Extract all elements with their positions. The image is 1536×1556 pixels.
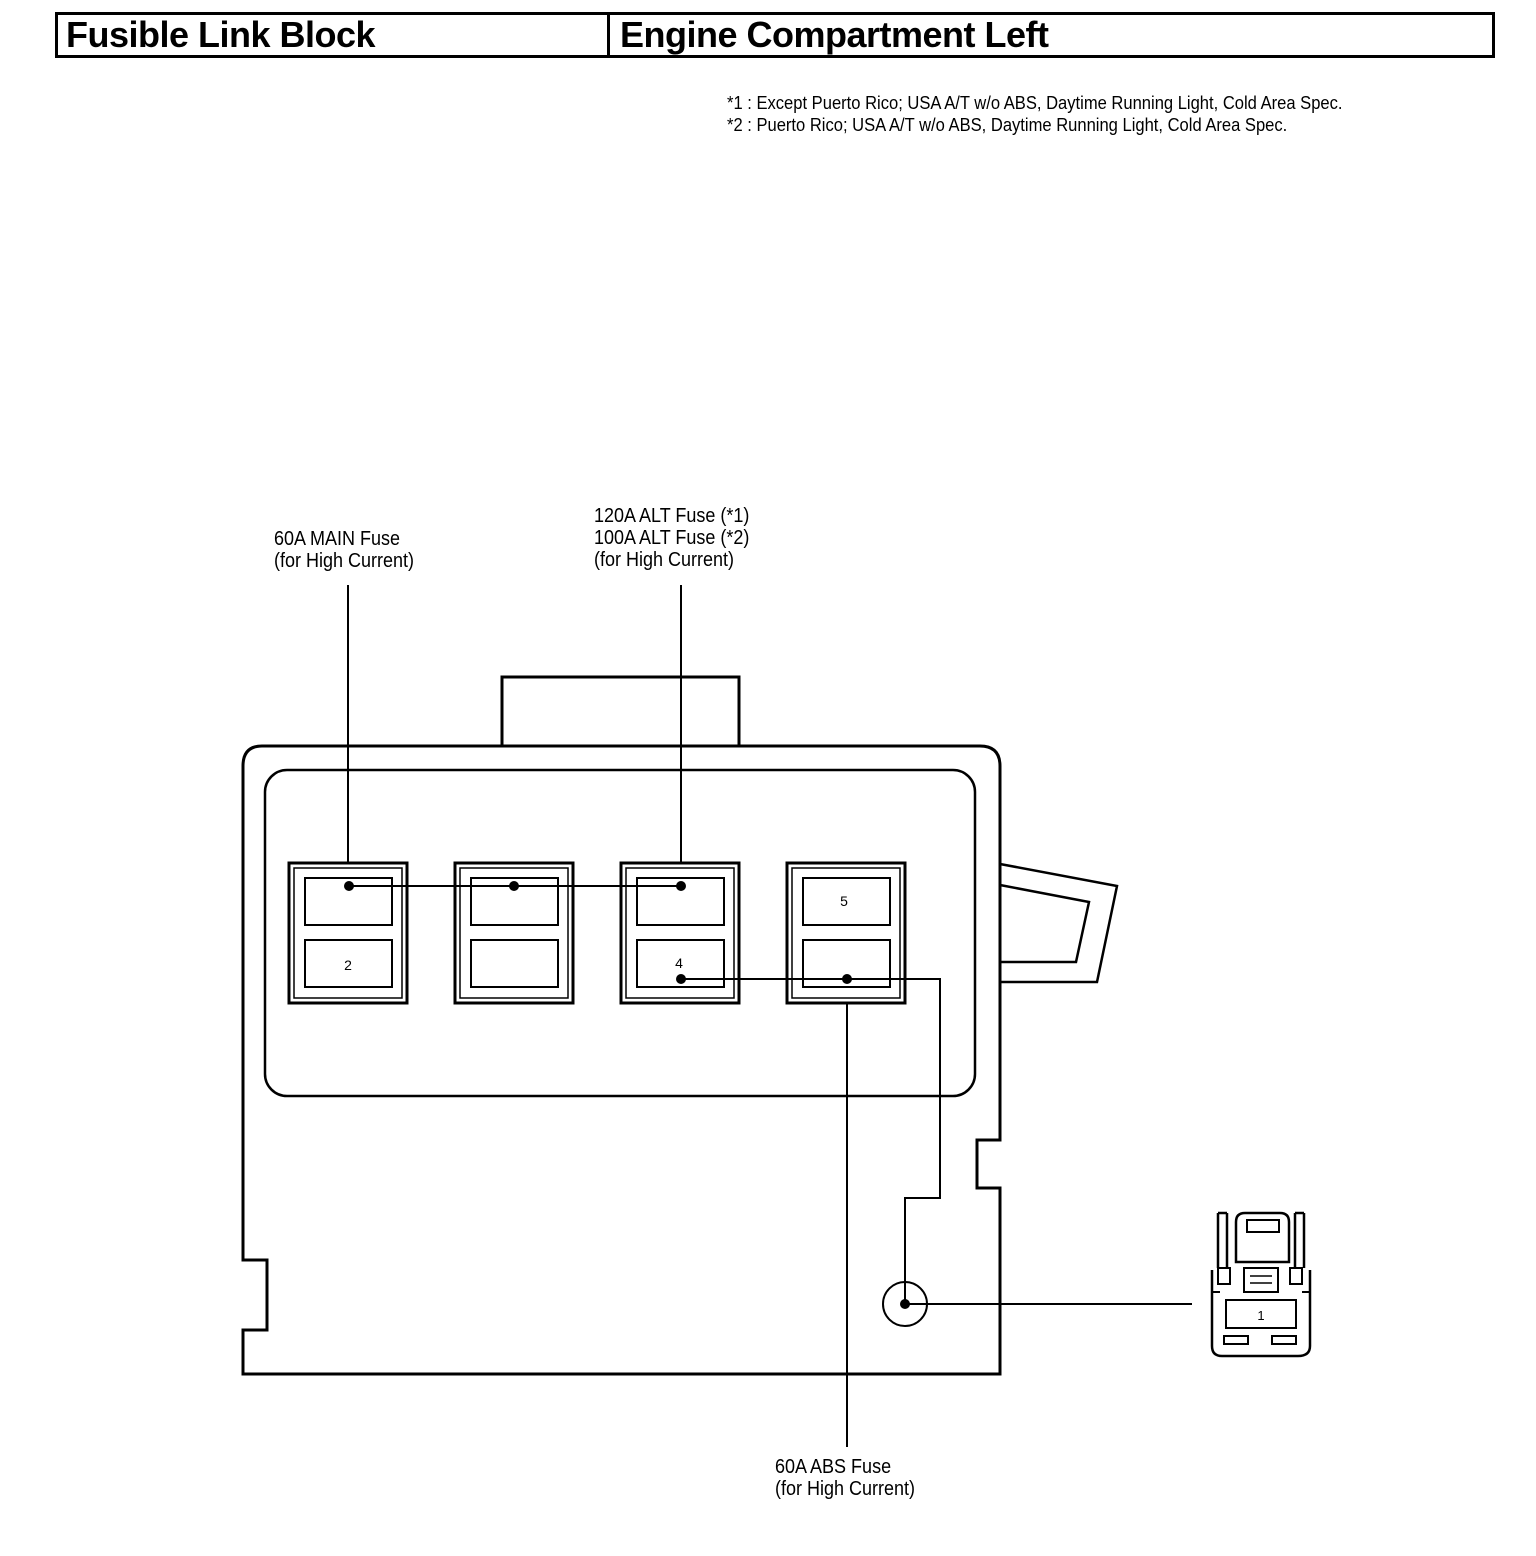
alt-fuse-label-1: 120A ALT Fuse (*1) xyxy=(594,505,750,527)
main-fuse-sublabel: (for High Current) xyxy=(274,550,415,572)
alt-fuse-sublabel: (for High Current) xyxy=(594,549,735,571)
slot-5-label: 5 xyxy=(840,893,848,909)
slot-4-label: 4 xyxy=(675,955,683,971)
abs-fuse-callout: 60A ABS Fuse (for High Current) xyxy=(775,1456,915,1500)
connector-pin-1-label: 1 xyxy=(1257,1308,1264,1323)
footnotes: *1 : Except Puerto Rico; USA A/T w/o ABS… xyxy=(727,92,1342,136)
location-title: Engine Compartment Left xyxy=(620,14,1049,55)
abs-fuse-sublabel: (for High Current) xyxy=(775,1478,916,1500)
component-title: Fusible Link Block xyxy=(58,14,610,55)
footnote-2: *2 : Puerto Rico; USA A/T w/o ABS, Dayti… xyxy=(727,115,1288,135)
main-fuse-callout: 60A MAIN Fuse (for High Current) xyxy=(274,528,414,572)
block-outer-body xyxy=(241,744,1002,1376)
main-fuse-label: 60A MAIN Fuse xyxy=(274,528,401,550)
alt-fuse-callout: 120A ALT Fuse (*1) 100A ALT Fuse (*2) (f… xyxy=(594,505,749,571)
stud-terminal xyxy=(882,1281,928,1327)
fuse-recess xyxy=(263,768,977,1098)
connector-1 xyxy=(1210,1211,1312,1358)
bus-line-bottom xyxy=(681,978,941,1304)
footnote-1: *1 : Except Puerto Rico; USA A/T w/o ABS… xyxy=(727,93,1343,113)
abs-fuse-label: 60A ABS Fuse xyxy=(775,1456,892,1478)
slot-2-label: 2 xyxy=(344,957,352,973)
alt-fuse-label-2: 100A ALT Fuse (*2) xyxy=(594,527,750,549)
block-top-tab xyxy=(500,675,741,746)
block-side-tab xyxy=(999,862,1119,984)
title-bar: Fusible Link Block Engine Compartment Le… xyxy=(55,12,1495,58)
fuse-cavity-2 xyxy=(453,861,575,1005)
